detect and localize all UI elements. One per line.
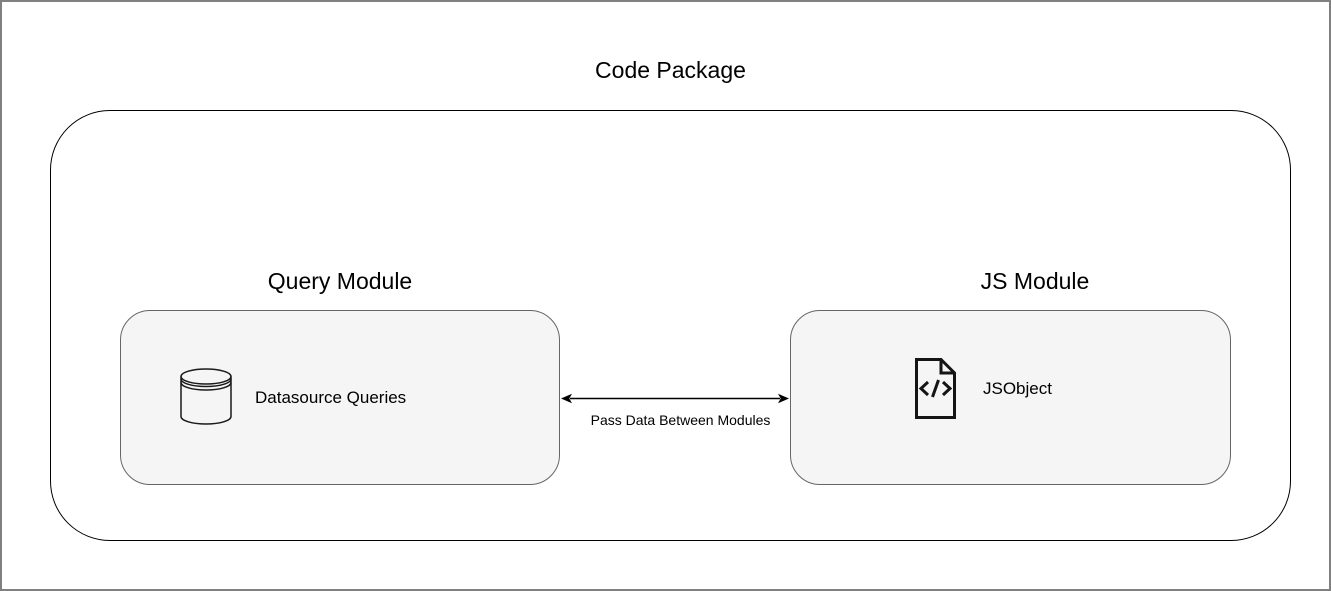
database-icon bbox=[180, 368, 232, 425]
bidirectional-arrow bbox=[561, 393, 789, 404]
code-file-icon bbox=[913, 358, 958, 419]
js-module-box: JSObject bbox=[790, 310, 1231, 485]
diagram-title: Code Package bbox=[595, 57, 746, 83]
js-module-item-label: JSObject bbox=[983, 378, 1052, 398]
query-module-item-label: Datasource Queries bbox=[255, 387, 407, 407]
query-module-box: Datasource Queries bbox=[120, 310, 560, 485]
connector-label: Pass Data Between Modules bbox=[590, 412, 771, 428]
js-module-label: JS Module bbox=[980, 268, 1090, 294]
query-module-label: Query Module bbox=[267, 268, 413, 294]
